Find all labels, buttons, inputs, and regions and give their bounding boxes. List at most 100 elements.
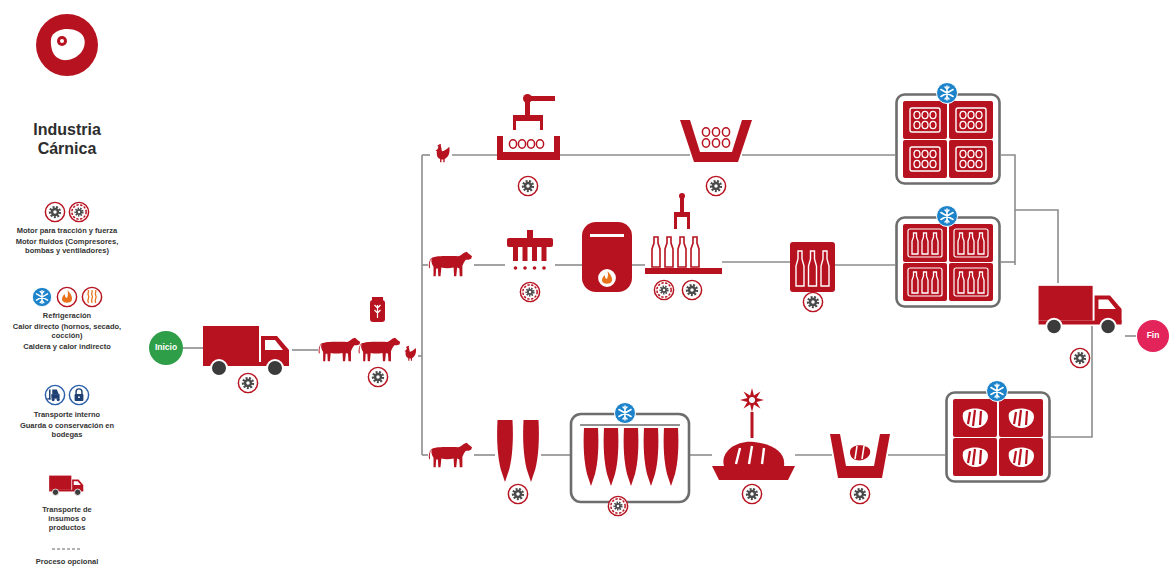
industry-logo-part: [57, 36, 67, 46]
gear-icon: [45, 202, 64, 221]
egg-branch-part-part: [518, 140, 525, 148]
meat-branch-part-part: [999, 399, 1043, 437]
egg-branch: [436, 83, 1000, 196]
meat-branch-part: [723, 442, 784, 466]
meat-branch: [429, 381, 1050, 516]
egg-branch-part-part: [949, 101, 993, 139]
steam-icon: [82, 287, 101, 306]
meat-branch-part: [740, 388, 764, 412]
title-box: Industria Cárnica: [12, 120, 122, 158]
meat-branch-part: [584, 428, 599, 486]
milk-branch-part: [513, 247, 518, 261]
flow-lines-part: [1015, 210, 1058, 283]
meat-branch-part: [751, 412, 754, 438]
intake-stage-part: [319, 338, 361, 362]
egg-branch-part-part: [712, 139, 719, 147]
flow-lines-part: [888, 454, 945, 456]
intake-stage-part: [368, 367, 387, 386]
meat-branch-part: [615, 403, 636, 424]
milk-branch-part-part: [665, 237, 673, 267]
industry-logo-part: [36, 14, 98, 76]
milk-branch-part: [645, 268, 722, 274]
meat-branch-part-part: [947, 393, 1050, 482]
meat-branch-part: [604, 428, 619, 486]
legend-item: Proceso opcional: [35, 557, 99, 566]
meat-branch-part: [571, 414, 689, 502]
meat-branch-part: [624, 428, 639, 486]
milk-branch-part: [897, 218, 1000, 307]
legend-item: Caldera y calor indirecto: [11, 342, 123, 351]
meat-branch-part: [855, 446, 864, 459]
meat-branch-part: [850, 445, 870, 460]
forklift-icon: [45, 385, 64, 404]
intake-stage-part: [375, 305, 381, 318]
dispatch-stage-part: [1070, 348, 1089, 367]
egg-branch-part: [509, 140, 543, 148]
milk-branch-part: [674, 217, 677, 229]
milk-branch-part: [790, 242, 835, 292]
intake-stage-part: [372, 297, 383, 301]
egg-branch-part-part: [949, 140, 993, 178]
milk-branch-part: [674, 212, 690, 217]
milk-branch-part: [523, 247, 528, 261]
meat-branch-part-part: [999, 438, 1043, 476]
milk-branch-part: [652, 237, 699, 267]
legend-item: Calor directo (hornos, secado, cocción): [11, 322, 123, 340]
lock-icon: [69, 385, 88, 404]
milk-branch-part: [429, 252, 472, 277]
flow-lines-part: [1125, 335, 1136, 337]
milk-branch-part: [937, 206, 958, 227]
egg-branch-part: [937, 83, 958, 104]
industry-logo: [36, 14, 98, 76]
dispatch-stage: [1039, 286, 1122, 368]
egg-branch-part-part: [702, 128, 709, 136]
intake-stage-part: [238, 373, 257, 392]
egg-branch-part: [540, 121, 543, 130]
legend-item: Transporte de insumos o productos: [35, 505, 99, 532]
egg-branch-part: [513, 115, 543, 121]
industry-logo-part: [51, 29, 85, 60]
flow-lines-part: [452, 154, 497, 156]
egg-branch-part-part: [903, 140, 947, 178]
flow-lines-part: [795, 454, 832, 456]
legend-item: Guarda o conservación en bodegas: [17, 421, 117, 439]
terminal-label: Inicio: [155, 343, 177, 352]
egg-branch-part: [518, 176, 537, 195]
meat-branch-part: [429, 443, 472, 468]
egg-branch-part: [680, 120, 752, 162]
intake-stage-part: [359, 338, 401, 362]
meat-branch-part: [580, 424, 680, 426]
milk-branch-part-part: [903, 263, 947, 301]
egg-branch-part: [706, 176, 725, 195]
meat-branch-part: [987, 381, 1008, 402]
milk-branch-part-part: [691, 237, 699, 267]
egg-branch-part-part: [509, 140, 516, 148]
milk-branch-part: [582, 222, 632, 292]
milk-branch-part-part: [897, 218, 1000, 307]
meat-branch-part: [523, 420, 539, 482]
intake-stage: [203, 297, 416, 393]
egg-branch-part: [513, 121, 516, 130]
egg-branch-part-part: [903, 101, 947, 139]
egg-branch-part-part: [702, 139, 709, 147]
milk-branch-part-part: [652, 237, 660, 267]
dispatch-stage-part: [1039, 286, 1122, 334]
flow-lines: [183, 155, 1136, 455]
milk-branch-part: [803, 292, 822, 311]
legend-text: Proceso opcional: [35, 557, 99, 566]
milk-branch: [429, 193, 1000, 312]
milk-branch-part-part: [821, 251, 829, 286]
egg-branch-part: [702, 128, 729, 147]
dashed-line-sample: [52, 548, 82, 549]
diagram-title: Industria Cárnica: [12, 120, 122, 158]
flow-lines-part: [835, 264, 895, 266]
milk-branch-part: [533, 266, 537, 270]
milk-branch-part-part: [903, 224, 947, 262]
milk-branch-part-part: [949, 224, 993, 262]
flow-lines-part: [422, 154, 430, 156]
milk-branch-part: [520, 282, 539, 301]
flow-lines-part: [1001, 261, 1015, 263]
